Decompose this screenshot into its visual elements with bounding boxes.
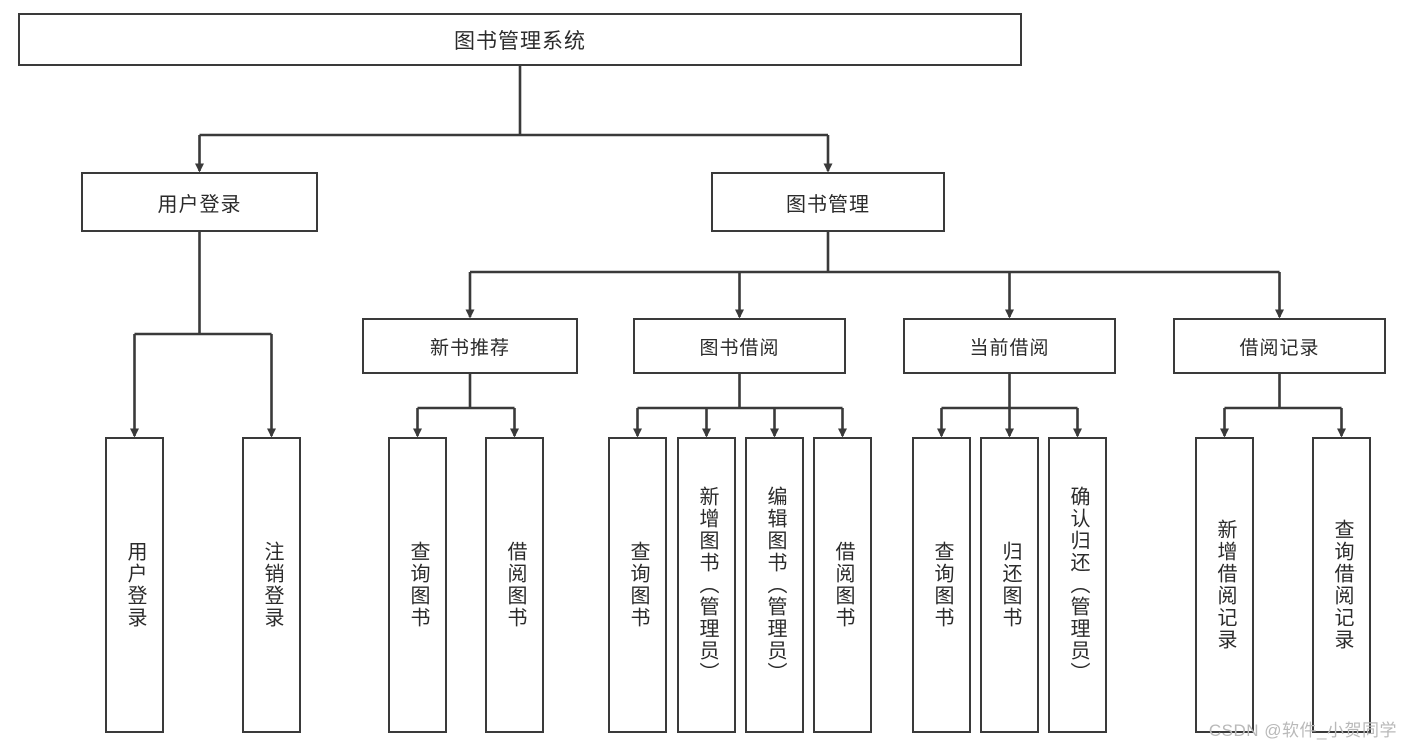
node-label: 查询图书 — [931, 541, 953, 629]
leaf-query-book-b[interactable]: 查询图书 — [608, 437, 667, 733]
leaf-confirm-return-admin[interactable]: 确认归还（管理员） — [1048, 437, 1107, 733]
node-label: 查询借阅记录 — [1331, 519, 1353, 651]
node-book-management[interactable]: 图书管理 — [711, 172, 945, 232]
node-label: 借阅记录 — [1239, 337, 1320, 359]
node-label: 注销登录 — [261, 541, 283, 629]
leaf-query-borrow-record[interactable]: 查询借阅记录 — [1312, 437, 1371, 733]
watermark: CSDN @软件_小贺同学 — [1208, 721, 1397, 740]
leaf-user-logout[interactable]: 注销登录 — [242, 437, 301, 733]
node-label: 用户登录 — [157, 193, 242, 216]
leaf-return-book[interactable]: 归还图书 — [980, 437, 1039, 733]
node-label: 新书推荐 — [429, 337, 510, 359]
node-label: 查询图书 — [407, 541, 429, 629]
node-label: 当前借阅 — [969, 337, 1050, 359]
leaf-query-book-c[interactable]: 查询图书 — [912, 437, 971, 733]
node-label: 用户登录 — [124, 541, 146, 629]
node-label: 确认归还（管理员） — [1067, 486, 1089, 684]
leaf-add-borrow-record[interactable]: 新增借阅记录 — [1195, 437, 1254, 733]
node-new-book-recommendation[interactable]: 新书推荐 — [362, 318, 578, 374]
node-label: 归还图书 — [999, 541, 1021, 629]
leaf-user-login[interactable]: 用户登录 — [105, 437, 164, 733]
leaf-query-book-a[interactable]: 查询图书 — [388, 437, 447, 733]
node-borrowing-record[interactable]: 借阅记录 — [1173, 318, 1386, 374]
leaf-borrow-book-a[interactable]: 借阅图书 — [485, 437, 544, 733]
node-user-login[interactable]: 用户登录 — [81, 172, 318, 232]
node-label: 新增借阅记录 — [1214, 519, 1236, 651]
leaf-borrow-book-b[interactable]: 借阅图书 — [813, 437, 872, 733]
node-label: 图书管理 — [786, 193, 870, 216]
node-label: 借阅图书 — [504, 541, 526, 629]
node-label: 借阅图书 — [832, 541, 854, 629]
leaf-edit-book-admin[interactable]: 编辑图书（管理员） — [745, 437, 804, 733]
node-label: 图书管理系统 — [454, 29, 586, 53]
node-label: 图书借阅 — [699, 337, 780, 359]
node-label: 新增图书（管理员） — [696, 486, 718, 684]
node-label: 编辑图书（管理员） — [764, 486, 786, 684]
leaf-add-book-admin[interactable]: 新增图书（管理员） — [677, 437, 736, 733]
node-label: 查询图书 — [627, 541, 649, 629]
node-root[interactable]: 图书管理系统 — [18, 13, 1022, 66]
node-book-borrowing[interactable]: 图书借阅 — [633, 318, 846, 374]
node-current-borrowing[interactable]: 当前借阅 — [903, 318, 1116, 374]
